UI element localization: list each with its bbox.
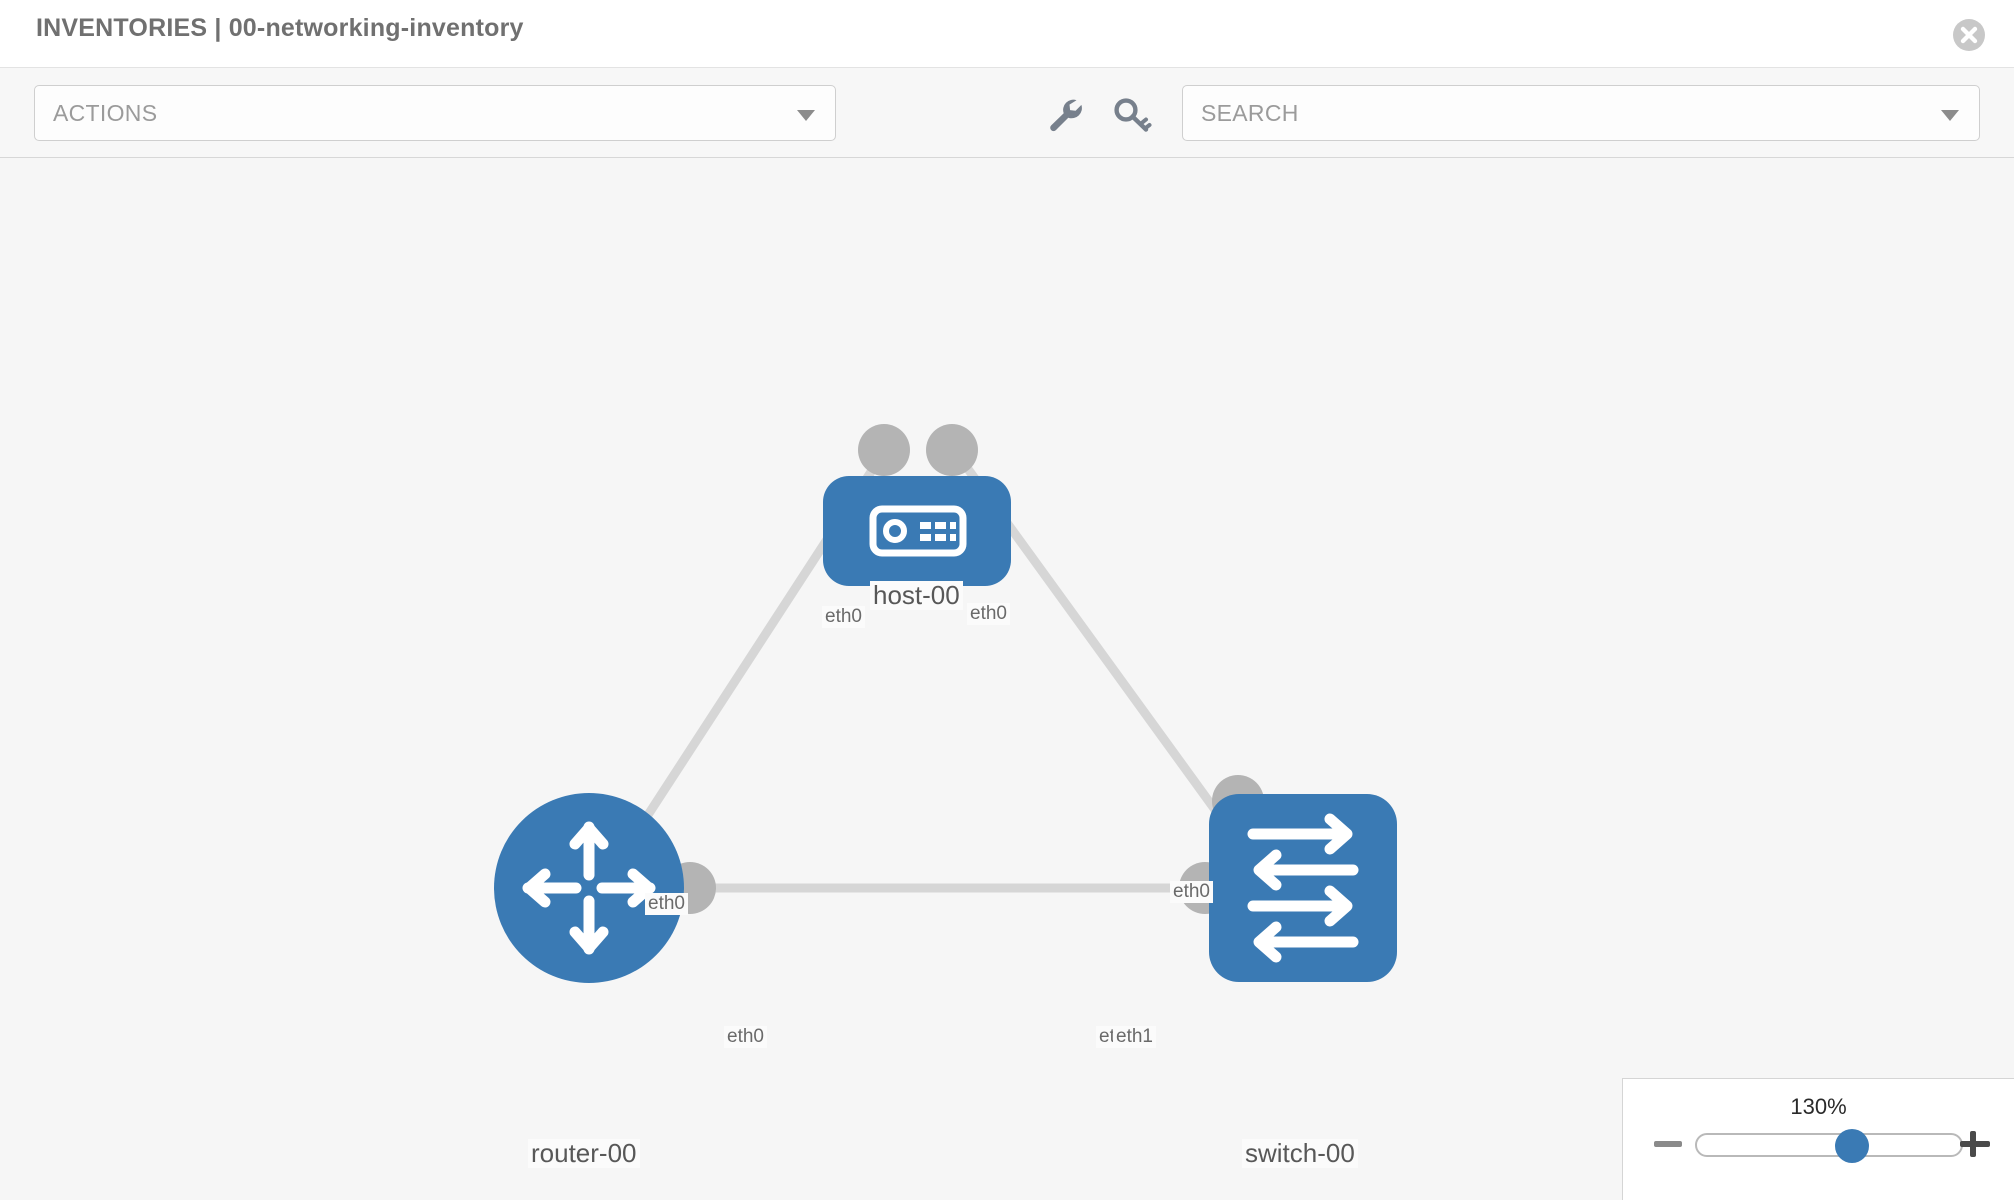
close-icon[interactable] — [1952, 18, 1986, 52]
key-icon[interactable] — [1113, 96, 1153, 134]
topology-canvas[interactable]: host-00 router-00 switch-00 eth0 eth0 et… — [0, 158, 2014, 1200]
router-arrows-icon — [522, 821, 656, 955]
node-label-switch-00: switch-00 — [1242, 1139, 1358, 1169]
node-label-router-00: router-00 — [528, 1139, 640, 1169]
minus-icon — [1654, 1141, 1682, 1147]
interface-label-switch00-eth1: eth1 — [1113, 1026, 1156, 1048]
zoom-slider[interactable] — [1695, 1129, 1963, 1163]
server-appliance-icon — [869, 505, 967, 557]
interface-label-switch00-uplink: eth0 — [1170, 881, 1213, 903]
node-switch-00 — [1209, 794, 1397, 982]
search-input[interactable]: SEARCH — [1182, 85, 1980, 141]
interface-label-router00-eth0: eth0 — [724, 1026, 767, 1048]
interface-label-router00-uplink: eth0 — [645, 893, 688, 915]
zoom-in-button[interactable] — [1958, 1127, 1992, 1161]
actions-dropdown[interactable]: ACTIONS — [34, 85, 836, 141]
switch-arrows-icon — [1247, 813, 1359, 963]
chevron-down-icon — [797, 110, 815, 121]
port-host00-left — [858, 424, 910, 476]
toolbar: ACTIONS SEARCH — [0, 68, 2014, 158]
topology-graph — [494, 424, 1397, 983]
actions-dropdown-label: ACTIONS — [53, 100, 158, 126]
wrench-icon[interactable] — [1045, 96, 1085, 134]
page-title: INVENTORIES | 00-networking-inventory — [36, 14, 524, 42]
plus-icon-vertical — [1970, 1131, 1976, 1157]
zoom-out-button[interactable] — [1651, 1127, 1685, 1161]
zoom-control-panel: 130% — [1622, 1078, 2014, 1200]
node-host-00 — [823, 476, 1011, 586]
node-label-host-00: host-00 — [870, 581, 963, 611]
port-host00-right — [926, 424, 978, 476]
node-router-00 — [494, 793, 684, 983]
page-header: INVENTORIES | 00-networking-inventory — [0, 0, 2014, 68]
interface-label-host00-left: eth0 — [822, 606, 865, 628]
zoom-level-label: 130% — [1790, 1094, 1847, 1119]
zoom-slider-thumb[interactable] — [1835, 1129, 1869, 1163]
interface-label-host00-right: eth0 — [967, 603, 1010, 625]
chevron-down-icon — [1941, 110, 1959, 121]
search-placeholder: SEARCH — [1201, 100, 1299, 126]
